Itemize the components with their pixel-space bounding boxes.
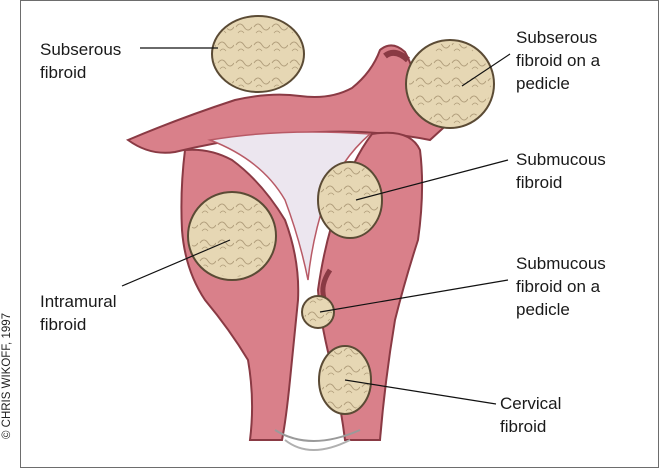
label-subserous-fibroid: Subserous fibroid (40, 38, 121, 84)
label-line: Submucous (516, 252, 606, 275)
label-line: pedicle (516, 298, 606, 321)
copyright-credit: © CHRIS WIKOFF, 1997 (1, 291, 13, 461)
label-line: Cervical (500, 392, 561, 415)
label-line: pedicle (516, 72, 600, 95)
label-intramural-fibroid: Intramural fibroid (40, 290, 117, 336)
label-line: fibroid on a (516, 49, 600, 72)
label-cervical-fibroid: Cervical fibroid (500, 392, 561, 438)
label-line: fibroid (500, 415, 561, 438)
label-line: fibroid (516, 171, 606, 194)
label-line: fibroid (40, 313, 117, 336)
label-subserous-pedicle: Subserous fibroid on a pedicle (516, 26, 600, 95)
label-line: Submucous (516, 148, 606, 171)
label-submucous-pedicle: Submucous fibroid on a pedicle (516, 252, 606, 321)
label-line: fibroid on a (516, 275, 606, 298)
label-line: fibroid (40, 61, 121, 84)
label-line: Intramural (40, 290, 117, 313)
label-line: Subserous (40, 38, 121, 61)
label-submucous-fibroid: Submucous fibroid (516, 148, 606, 194)
label-line: Subserous (516, 26, 600, 49)
